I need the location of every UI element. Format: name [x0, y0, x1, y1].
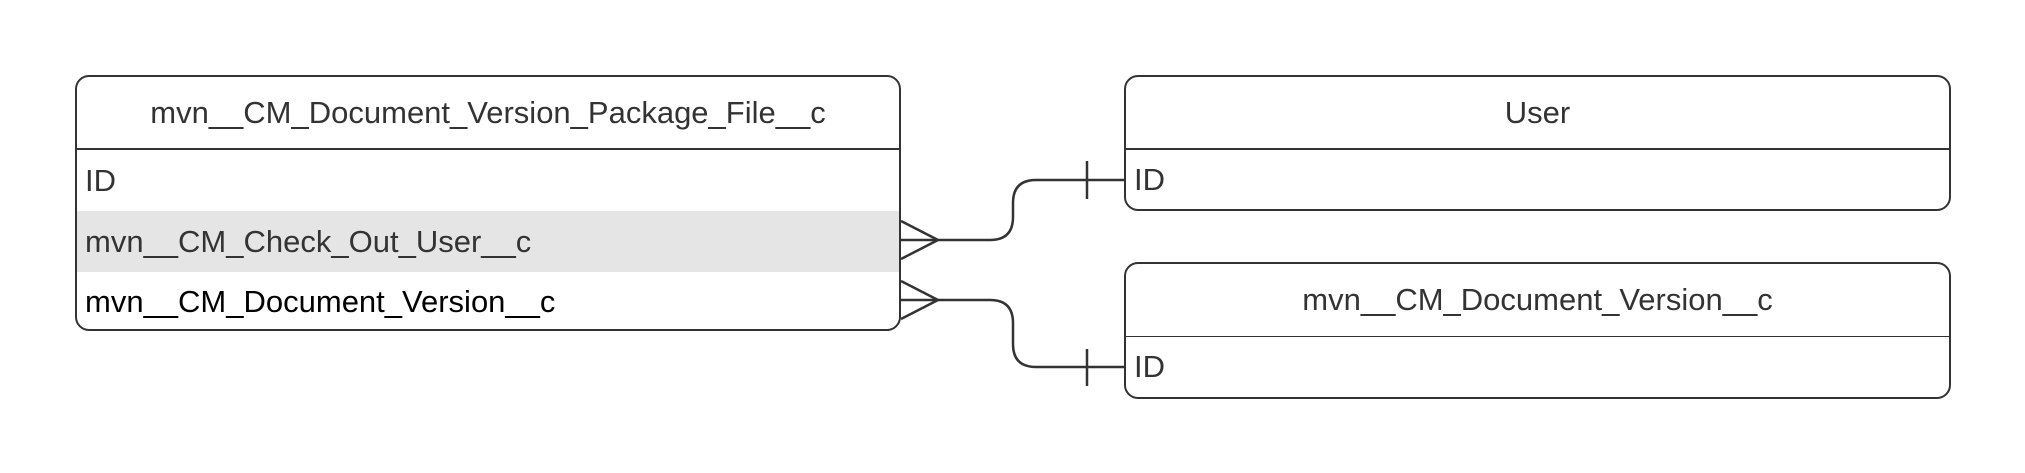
field-id[interactable]: ID: [1134, 349, 1165, 384]
relationship-check-out-user-to-user[interactable]: [900, 161, 1124, 261]
crows-foot-many-icon: [900, 219, 939, 261]
entity-title: User: [1126, 77, 1949, 150]
field-id[interactable]: ID: [1134, 162, 1165, 197]
relationship-document-version-to-document-version[interactable]: [900, 279, 1124, 386]
field-id[interactable]: ID: [85, 162, 116, 198]
entity-document-version[interactable]: mvn__CM_Document_Version__c ID: [1124, 262, 1951, 399]
connector-line: [901, 178, 1124, 242]
connector-line: [901, 298, 1124, 369]
entity-document-version-package-file[interactable]: mvn__CM_Document_Version_Package_File__c…: [75, 75, 901, 331]
field-document-version[interactable]: mvn__CM_Document_Version__c: [85, 284, 556, 319]
entity-title: mvn__CM_Document_Version_Package_File__c: [77, 77, 899, 150]
field-check-out-user[interactable]: mvn__CM_Check_Out_User__c: [77, 211, 899, 272]
entity-title: mvn__CM_Document_Version__c: [1126, 264, 1949, 337]
crows-foot-many-icon: [900, 279, 939, 321]
entity-user[interactable]: User ID: [1124, 75, 1951, 211]
